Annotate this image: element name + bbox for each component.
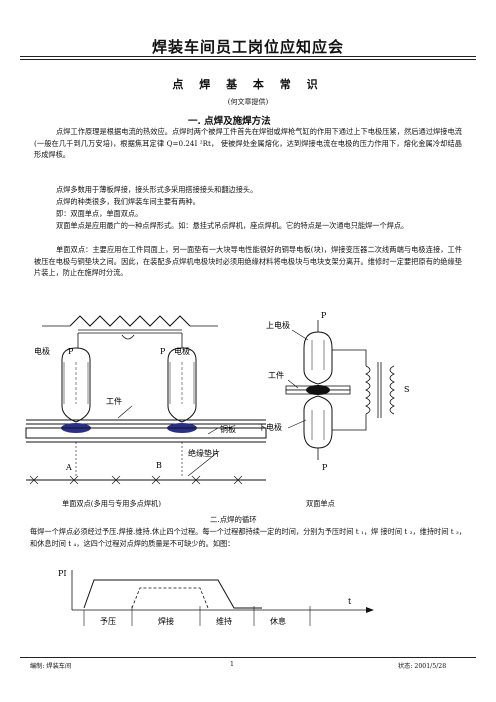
footer-author: 编制: 焊装车间 (30, 663, 72, 670)
phase-label: 予压 (100, 617, 116, 626)
current-curve (131, 587, 209, 609)
label-upper-electrode: 上电极 (266, 320, 290, 330)
pressure-curve (83, 579, 262, 609)
single-side-double-point-diagram: 电极 P P 电极 工件 铜板 绝缘垫片 A B (25, 315, 267, 485)
phase-label: 维持 (216, 616, 232, 626)
section-heading-2: 二.点焊的循环 (210, 515, 257, 524)
weld-nugget-center (306, 385, 330, 395)
caption-single-side: 单面双点(多用与专用多点焊机) (62, 499, 162, 508)
label-s: S (404, 385, 409, 394)
paragraph-types: 点焊的种类很多，我们焊装车间主要有两种。 (56, 197, 200, 206)
label-electrode-left: 电极 (34, 346, 50, 356)
paragraph-single-side: 单面双点：主要应用在工件同面上，另一面垫有一大块导电性能很好的铜导电板(块)，焊… (34, 245, 462, 278)
label-p-bottom: P (322, 463, 328, 472)
chart-x-label: t (348, 597, 352, 606)
author-note: (何文章提供) (227, 98, 269, 106)
label-insulator: 绝缘垫片 (188, 448, 220, 458)
paragraph-principle: 点焊工作原理是根据电流的热效应。点焊时两个被焊工件首先在焊钳或焊枪气缸的作用下通… (34, 127, 462, 160)
chart-y-label: PI (58, 569, 67, 578)
paragraph-usage: 点焊多数用于薄板焊接，接头形式多采用搭接接头和翻边接头。 (56, 185, 258, 194)
paragraph-cycle: 每焊一个焊点必须经过予压.焊接.维持.休止四个过程。每一个过程都持续一定的时间，… (30, 527, 466, 548)
section-heading-1: 一. 点焊及施焊方法 (188, 116, 271, 127)
document-title: 点 焊 基 本 常 识 (172, 78, 324, 91)
upper-electrode-body (303, 331, 333, 385)
header-rule (20, 56, 476, 57)
label-p-top: P (321, 311, 327, 320)
double-side-single-point-diagram: P 上电极 工件 S 下电极 P (258, 311, 409, 472)
label-workpiece: 工件 (106, 396, 122, 406)
footer-rule (20, 657, 476, 658)
paragraph-kinds: 即：双面单点，单面双点。 (56, 209, 143, 218)
label-electrode-right: 电极 (174, 346, 190, 356)
weld-cycle-chart: PI t 予压 焊接 维持 休息 (58, 569, 374, 626)
footer-page-number: 1 (230, 661, 234, 668)
label-lower-electrode: 下电极 (258, 422, 282, 432)
label-workpiece-right: 工件 (268, 370, 284, 380)
paragraph-double-side: 双面单点是应用最广的一种点焊形式。如：悬挂式吊点焊机，座点焊机。它的特点是一次通… (56, 221, 409, 230)
phase-label: 休息 (270, 616, 286, 626)
label-point-a: A (65, 463, 72, 472)
lower-electrode-body (303, 395, 333, 449)
label-point-b: B (156, 461, 162, 470)
phase-label: 焊接 (158, 616, 174, 626)
caption-double-side: 双面单点 (306, 499, 335, 508)
label-copper-plate: 铜板 (220, 424, 236, 434)
page-header-title: 焊装车间员工岗位应知应会 (151, 38, 344, 56)
footer-status: 状态: 2001/5/28 (398, 663, 447, 670)
header-rule-thin (20, 59, 476, 60)
label-p-right: P (160, 347, 166, 356)
label-p-left: P (68, 347, 74, 356)
